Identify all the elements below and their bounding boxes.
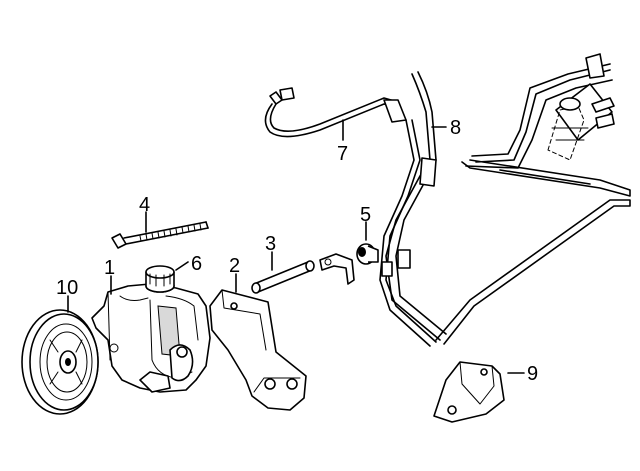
bolt xyxy=(111,221,209,249)
rod xyxy=(251,260,315,294)
callout-1: 1 xyxy=(104,257,115,279)
grommet xyxy=(356,243,379,265)
leader-lines xyxy=(67,119,525,374)
return-hose xyxy=(379,71,447,347)
cooler-cylinder xyxy=(547,53,615,161)
pulley xyxy=(21,309,99,415)
callout-8: 8 xyxy=(450,117,461,139)
lower-bracket xyxy=(433,361,505,423)
callout-7: 7 xyxy=(337,143,348,165)
cooler-lines xyxy=(435,63,631,345)
reservoir-cap xyxy=(145,265,175,293)
pressure-hose xyxy=(264,87,407,138)
clip-bracket xyxy=(319,253,355,285)
callout-10: 10 xyxy=(56,277,78,299)
callout-5: 5 xyxy=(360,204,371,226)
callout-6: 6 xyxy=(191,253,202,275)
callout-labels: 1 2 3 4 5 6 7 8 9 10 xyxy=(56,117,538,385)
mounting-bracket xyxy=(209,289,307,411)
callout-3: 3 xyxy=(265,233,276,255)
callout-4: 4 xyxy=(139,194,150,216)
callout-9: 9 xyxy=(527,363,538,385)
callout-2: 2 xyxy=(229,255,240,277)
pump-reservoir xyxy=(91,283,211,393)
